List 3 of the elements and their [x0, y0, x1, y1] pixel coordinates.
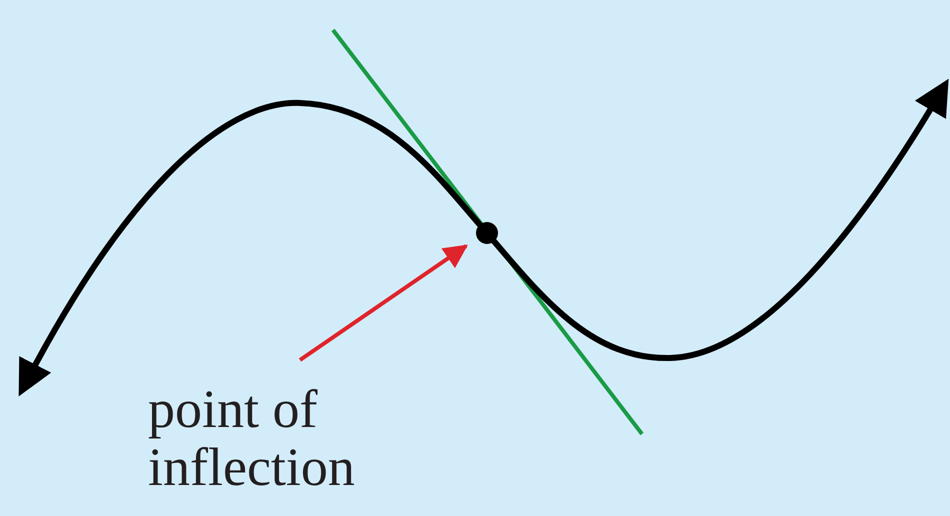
leader-arrow — [298, 244, 468, 362]
callout-text: point of inflection — [148, 380, 356, 496]
inflection-point-dot — [476, 222, 498, 244]
